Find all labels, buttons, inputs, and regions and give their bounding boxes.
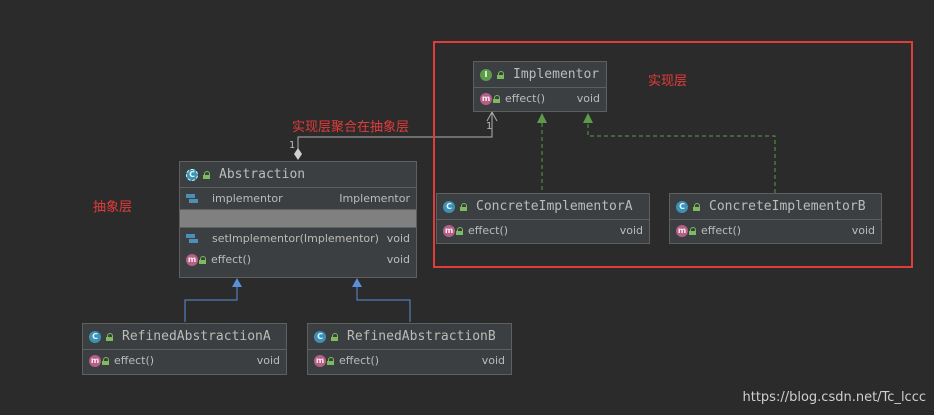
class-title: Implementor	[513, 67, 600, 82]
method-name: effect()	[211, 253, 252, 266]
multiplicity-implementor-end: 1	[486, 121, 493, 132]
method-type: void	[256, 354, 280, 367]
public-lock-icon	[456, 226, 464, 235]
class-implementor[interactable]: I Implementor m effect() void	[473, 61, 607, 112]
public-lock-icon	[693, 202, 701, 211]
class-title: RefinedAbstractionB	[347, 329, 496, 344]
method-name: effect()	[468, 224, 509, 237]
class-concrete-implementor-a[interactable]: C ConcreteImplementorA m effect() void	[436, 193, 650, 244]
class-abstraction[interactable]: C Abstraction implementor Implementor se…	[179, 161, 417, 278]
class-icon: C	[89, 330, 101, 343]
implementation-layer-label: 实现层	[648, 74, 688, 89]
public-lock-icon	[689, 226, 697, 235]
method-icon: m	[314, 354, 326, 367]
class-header: C RefinedAbstractionA	[83, 324, 286, 350]
method-name: effect()	[114, 354, 155, 367]
class-header: C ConcreteImplementorB	[670, 194, 881, 220]
method-visibility-icon	[186, 233, 198, 245]
inheritance-arrow-a	[232, 278, 242, 287]
method-row: m effect() void	[474, 88, 606, 109]
field-icon	[186, 193, 198, 205]
public-lock-icon	[493, 94, 501, 103]
class-icon: C	[676, 200, 688, 213]
class-refined-abstraction-a[interactable]: C RefinedAbstractionA m effect() void	[82, 323, 287, 375]
class-title: ConcreteImplementorB	[709, 199, 866, 214]
class-header: C ConcreteImplementorA	[437, 194, 649, 220]
field-row: implementor Implementor	[180, 188, 416, 209]
abstract-class-icon: C	[186, 168, 198, 181]
field-type: Implementor	[339, 192, 410, 205]
inheritance-line-a	[184, 286, 238, 322]
method-name: effect()	[505, 92, 546, 105]
public-lock-icon	[199, 255, 207, 264]
watermark: https://blog.csdn.net/Tc_lccc	[742, 390, 927, 405]
multiplicity-abstraction-end: 1	[289, 140, 296, 151]
class-title: ConcreteImplementorA	[476, 199, 633, 214]
method-type: void	[386, 253, 410, 266]
public-lock-icon	[460, 202, 468, 211]
method-icon: m	[443, 224, 455, 237]
method-row: m effect() void	[437, 220, 649, 241]
public-lock-icon	[327, 356, 335, 365]
method-type: void	[386, 232, 410, 245]
method-icon: m	[89, 354, 101, 367]
inheritance-arrow-b	[352, 278, 362, 287]
method-name: effect()	[339, 354, 380, 367]
implementation-layer-highlight	[433, 41, 913, 268]
field-name: implementor	[212, 192, 283, 205]
method-name: effect()	[701, 224, 742, 237]
method-row: m effect() void	[83, 350, 286, 371]
public-lock-icon	[331, 332, 339, 341]
abstraction-layer-label: 抽象层	[93, 200, 133, 215]
class-icon: C	[314, 330, 326, 343]
interface-icon: I	[480, 68, 492, 81]
method-row: setImplementor(Implementor) void	[180, 228, 416, 249]
class-title: Abstraction	[219, 167, 306, 182]
inheritance-line-b	[356, 286, 411, 322]
method-row: m effect() void	[670, 220, 881, 241]
method-icon: m	[480, 92, 492, 105]
class-refined-abstraction-b[interactable]: C RefinedAbstractionB m effect() void	[307, 323, 512, 375]
method-name: setImplementor(Implementor)	[212, 232, 379, 245]
class-header: I Implementor	[474, 62, 606, 88]
method-icon: m	[676, 224, 688, 237]
class-header: C Abstraction	[180, 162, 416, 188]
method-row: m effect() void	[180, 249, 416, 270]
method-icon: m	[186, 253, 198, 266]
aggregation-label: 实现层聚合在抽象层	[292, 120, 410, 135]
method-type: void	[851, 224, 875, 237]
empty-compartment	[180, 209, 416, 228]
class-title: RefinedAbstractionA	[122, 329, 271, 344]
public-lock-icon	[497, 70, 505, 79]
class-icon: C	[443, 200, 455, 213]
method-type: void	[619, 224, 643, 237]
method-type: void	[576, 92, 600, 105]
method-type: void	[481, 354, 505, 367]
public-lock-icon	[203, 170, 211, 179]
public-lock-icon	[102, 356, 110, 365]
public-lock-icon	[106, 332, 114, 341]
method-row: m effect() void	[308, 350, 511, 371]
class-concrete-implementor-b[interactable]: C ConcreteImplementorB m effect() void	[669, 193, 882, 244]
class-header: C RefinedAbstractionB	[308, 324, 511, 350]
